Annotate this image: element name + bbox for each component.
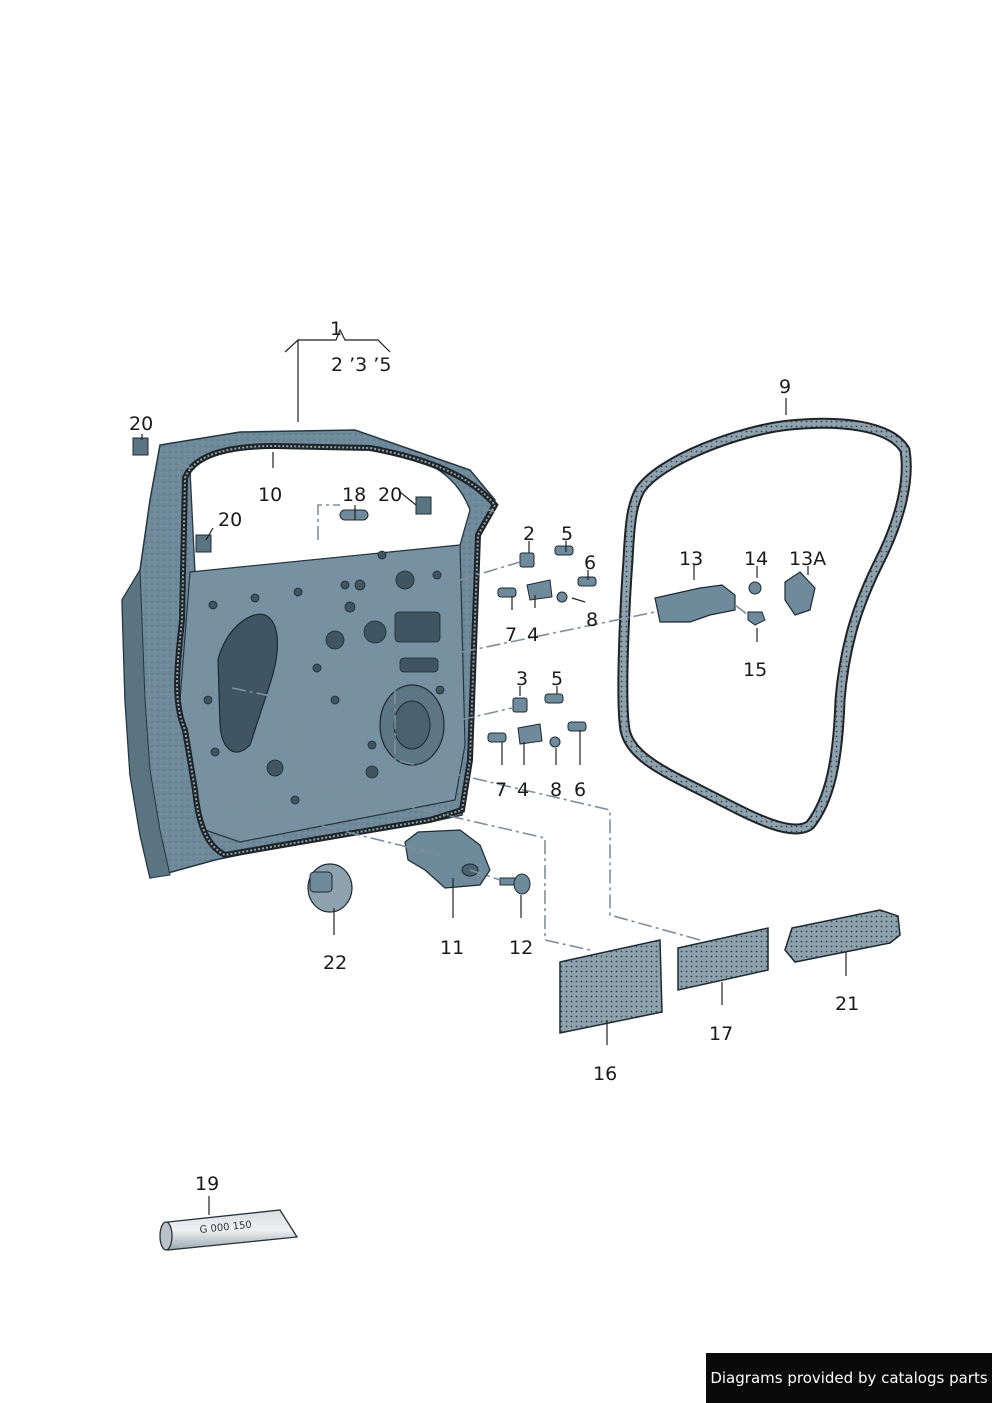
- callout-22: 22: [323, 952, 347, 974]
- sealant-tube-19: G 000 150: [159, 1209, 299, 1251]
- callout-20-left: 20: [218, 509, 242, 531]
- pad-20-left: [195, 534, 212, 553]
- callout-8-lower: 8: [550, 779, 562, 801]
- callout-12: 12: [509, 937, 533, 959]
- callout-1-sub: 2 ’3 ’5: [331, 354, 391, 376]
- callout-14: 14: [744, 548, 768, 570]
- insulation-pad-16: [559, 939, 663, 1034]
- bracket-11: [404, 829, 491, 889]
- callout-1: 1: [330, 318, 342, 340]
- callout-6-lower: 6: [574, 779, 586, 801]
- callout-5-lower: 5: [551, 668, 563, 690]
- callout-2: 2: [523, 523, 535, 545]
- callout-20-mid: 20: [378, 484, 402, 506]
- nut-14: [748, 581, 762, 595]
- door-seal-10: [174, 442, 499, 859]
- callout-16: 16: [593, 1063, 617, 1085]
- door-check-13: [654, 584, 736, 623]
- door-shell: [121, 429, 496, 879]
- footer-credit: Diagrams provided by catalogs parts: [706, 1353, 992, 1403]
- callout-9: 9: [779, 376, 791, 398]
- callout-8-upper: 8: [586, 609, 598, 631]
- clip-18: [339, 509, 369, 521]
- callout-11: 11: [440, 937, 464, 959]
- tube-label: G 000 150: [199, 1220, 252, 1236]
- upper-hinge-parts: [497, 545, 597, 603]
- callout-17: 17: [709, 1023, 733, 1045]
- pad-20-right: [415, 496, 432, 515]
- screw-12: [499, 873, 531, 895]
- insulation-pad-21: [784, 909, 901, 963]
- callout-13A: 13A: [789, 548, 826, 570]
- callout-5-upper: 5: [561, 523, 573, 545]
- bolt-15: [747, 611, 766, 626]
- callout-18: 18: [342, 484, 366, 506]
- callout-7-upper: 7: [505, 624, 517, 646]
- callout-21: 21: [835, 993, 859, 1015]
- callout-3: 3: [516, 668, 528, 690]
- callout-20-top: 20: [129, 413, 153, 435]
- callout-13: 13: [679, 548, 703, 570]
- pad-20-left-top: [132, 437, 149, 456]
- cover-13A: [784, 571, 816, 616]
- callout-6-upper: 6: [584, 552, 596, 574]
- insulation-pad-17: [677, 927, 769, 991]
- plug-22: [307, 863, 353, 913]
- callout-19: 19: [195, 1173, 219, 1195]
- callout-7-lower: 7: [495, 779, 507, 801]
- callout-4-lower: 4: [517, 779, 529, 801]
- leader-lines: [141, 328, 847, 1215]
- callout-4-upper: 4: [527, 624, 539, 646]
- callout-10: 10: [258, 484, 282, 506]
- door-frame-seal-9: [617, 417, 912, 835]
- callout-15: 15: [743, 659, 767, 681]
- lower-hinge-parts: [487, 693, 587, 748]
- callout-labels: 1 2 ’3 ’5 9 20 10 18 20 20 2 5 6 13 14 1…: [129, 318, 859, 1195]
- assembly-lines: [177, 462, 749, 951]
